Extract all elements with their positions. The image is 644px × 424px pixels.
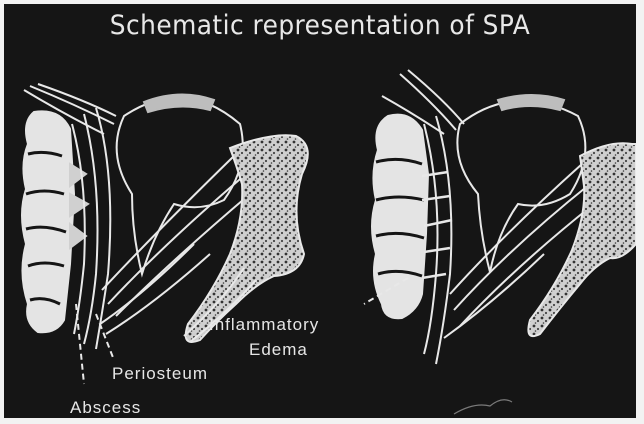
right-schematic-edema — [364, 70, 636, 364]
left-lens — [144, 94, 214, 112]
right-sinus-cells — [372, 115, 428, 319]
film-scratch — [454, 400, 512, 414]
slide: Schematic representation of SPA — [4, 4, 636, 418]
right-orbital-bone — [528, 143, 636, 336]
label-abscess: Abscess — [70, 398, 141, 418]
right-lens — [498, 95, 564, 110]
right-globe — [457, 101, 585, 272]
label-edema: Edema — [249, 340, 308, 360]
label-periosteum: Periosteum — [112, 364, 208, 384]
pointer-abscess — [76, 304, 84, 384]
left-orbital-bone — [186, 135, 308, 342]
diagram-artwork — [4, 4, 636, 418]
left-globe — [117, 98, 243, 274]
label-inflammatory: Inflammatory — [209, 315, 319, 335]
left-schematic-abscess — [22, 84, 308, 384]
